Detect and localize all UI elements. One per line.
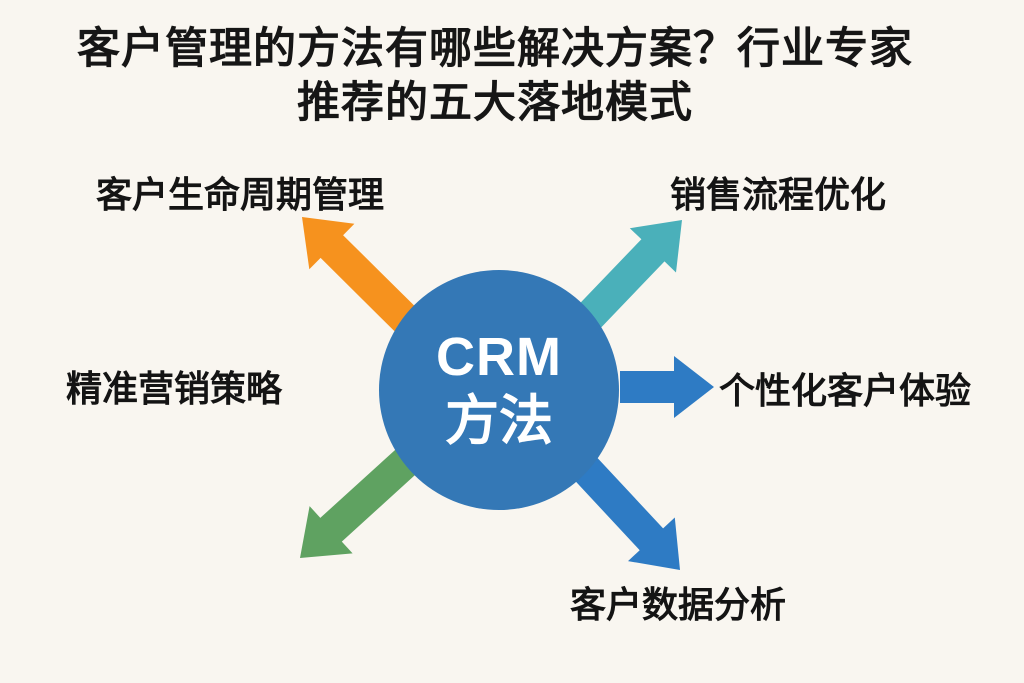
label-precision-marketing-strategy: 精准营销策略 (66, 368, 283, 409)
page-title-line2: 推荐的五大落地模式 (297, 79, 693, 127)
crm-center-title: CRM (436, 327, 562, 387)
page-title: 客户管理的方法有哪些解决方案？行业专家 推荐的五大落地模式 (0, 22, 990, 130)
label-customer-data-analysis: 客户数据分析 (570, 584, 787, 625)
arrow-bottom-left-icon (300, 446, 421, 558)
label-sales-process-optimization: 销售流程优化 (670, 174, 887, 215)
arrow-bottom-right-icon (573, 457, 680, 570)
arrow-top-left-icon (302, 217, 420, 334)
crm-center-label: CRM 方法 (379, 270, 619, 510)
label-customer-lifecycle-management: 客户生命周期管理 (96, 174, 385, 215)
crm-center-circle (379, 270, 619, 510)
page-title-line1: 客户管理的方法有哪些解决方案？行业专家 (77, 25, 913, 73)
arrow-right-icon (620, 356, 714, 418)
arrow-top-right-icon (576, 220, 682, 330)
crm-center-subtitle: 方法 (445, 391, 553, 451)
label-personalized-customer-experience: 个性化客户体验 (719, 370, 972, 411)
